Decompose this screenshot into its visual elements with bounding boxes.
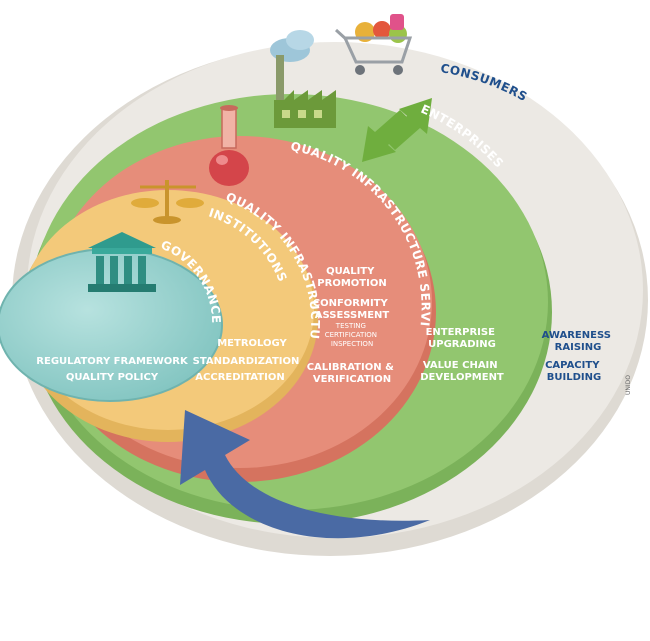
exchange-arrows-icon — [362, 98, 432, 162]
enterprises-item-upgrading: ENTERPRISE UPGRADING — [426, 327, 499, 350]
shopping-cart-icon — [334, 14, 413, 75]
governance-item-regulatory: REGULATORY FRAMEWORK — [36, 356, 189, 367]
enterprises-item-value-chain: VALUE CHAIN DEVELOPMENT — [420, 360, 504, 383]
institutions-item-metrology: METROLOGY — [217, 338, 287, 349]
institutions-item-accreditation: ACCREDITATION — [195, 372, 284, 383]
curved-arrow — [180, 410, 430, 539]
consumers-item-awareness: AWARENESS RAISING — [542, 330, 615, 353]
institutions-item-standardization: STANDARDIZATION — [193, 356, 300, 367]
credit-label: UNIDO — [625, 375, 632, 395]
services-item-calibration: CALIBRATION & VERIFICATION — [307, 362, 398, 385]
factory-icon — [270, 30, 336, 128]
consumers-item-capacity: CAPACITY BUILDING — [545, 360, 603, 383]
government-building-icon — [88, 232, 156, 292]
services-sub-items: TESTING CERTIFICATION INSPECTION — [325, 322, 380, 348]
governance-item-policy: QUALITY POLICY — [66, 372, 159, 383]
scales-icon — [131, 180, 204, 224]
services-item-promotion: QUALITY PROMOTION — [317, 266, 386, 289]
flask-icon — [209, 105, 249, 186]
services-item-conformity: CONFORMITY ASSESSMENT — [313, 298, 391, 321]
